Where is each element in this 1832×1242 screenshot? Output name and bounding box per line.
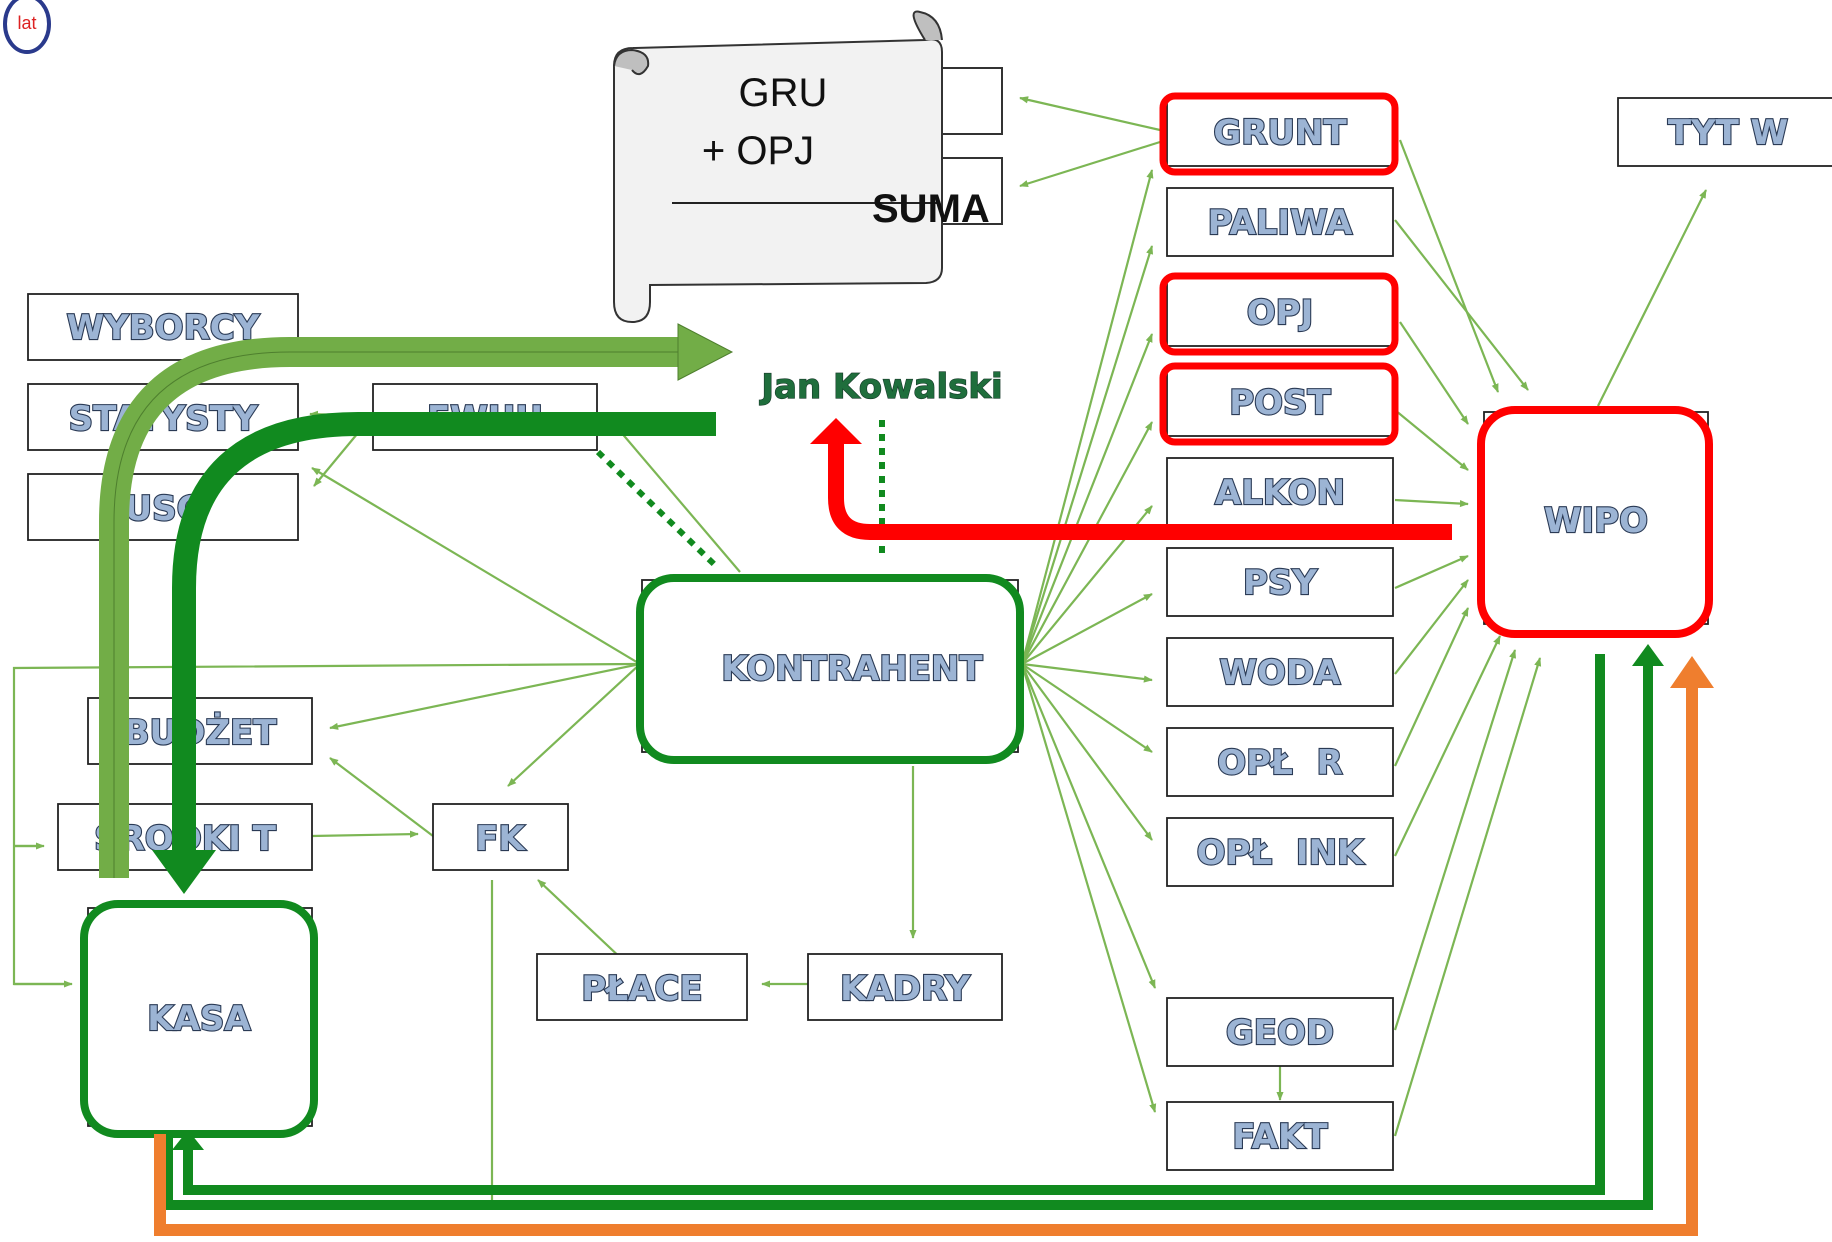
highlight-kontrahent — [636, 574, 1024, 764]
label-fk: FK — [475, 819, 526, 859]
box-usc — [27, 473, 299, 541]
scroll-line2: + OPJ — [702, 129, 814, 173]
label-grunt: GRUNT — [1213, 113, 1347, 153]
label-woda: WODA — [1220, 653, 1342, 693]
label-budzet: BUDŻET — [124, 712, 278, 753]
highlight-opj — [1159, 272, 1399, 356]
box-opl-r — [1166, 727, 1394, 797]
scroll-line1: GRU — [739, 71, 828, 115]
label-fakt: FAKT — [1232, 1117, 1328, 1157]
label-kadry: KADRY — [840, 969, 970, 1009]
scroll-icon: GRU + OPJ SUMA — [613, 10, 1003, 324]
box-place — [536, 953, 748, 1021]
label-wipo: WIPO — [1544, 501, 1648, 541]
dark-green-curve-arrow — [152, 412, 716, 894]
highlights — [80, 92, 1713, 1138]
highlight-post — [1159, 362, 1399, 446]
logo-text: lat — [17, 13, 36, 33]
label-kontrahent: KONTRAHENT — [721, 649, 983, 689]
suma-label: SUMA — [872, 187, 990, 231]
highlight-kasa — [80, 900, 318, 1138]
label-opj: OPJ — [1247, 293, 1313, 333]
box-fk — [432, 803, 569, 871]
light-green-curve-arrow — [99, 323, 734, 878]
logo-circle-icon: lat — [3, 0, 51, 54]
label-wyborcy: WYBORCY — [67, 308, 260, 348]
box-alkon — [1166, 457, 1394, 527]
label-post: POST — [1229, 383, 1331, 423]
thin-connectors — [309, 96, 1707, 1137]
highlight-grunt — [1159, 92, 1399, 176]
red-flow-arrow — [810, 418, 1452, 540]
box-post — [1166, 367, 1394, 437]
highlight-wipo — [1477, 406, 1713, 638]
person-name: Jan Kowalski — [759, 367, 1002, 407]
box-kadry — [807, 953, 1003, 1021]
box-grunt — [1166, 97, 1394, 167]
box-psy — [1166, 547, 1394, 617]
label-tyt: TYT W — [1668, 113, 1788, 153]
label-place: PŁACE — [581, 969, 702, 1009]
box-geod — [1166, 997, 1394, 1067]
box-opl-ink — [1166, 817, 1394, 887]
label-opl-r: OPŁ R — [1217, 743, 1343, 783]
box-tyt — [1617, 97, 1832, 167]
label-kasa: KASA — [147, 999, 251, 1039]
box-paliwa — [1166, 187, 1394, 257]
label-geod: GEOD — [1226, 1013, 1334, 1053]
label-opl-ink: OPŁ INK — [1197, 833, 1365, 873]
label-alkon: ALKON — [1215, 473, 1345, 513]
label-psy: PSY — [1243, 563, 1317, 603]
box-woda — [1166, 637, 1394, 707]
bottom-loops — [154, 644, 1714, 1236]
label-paliwa: PALIWA — [1208, 203, 1353, 243]
box-fakt — [1166, 1101, 1394, 1171]
